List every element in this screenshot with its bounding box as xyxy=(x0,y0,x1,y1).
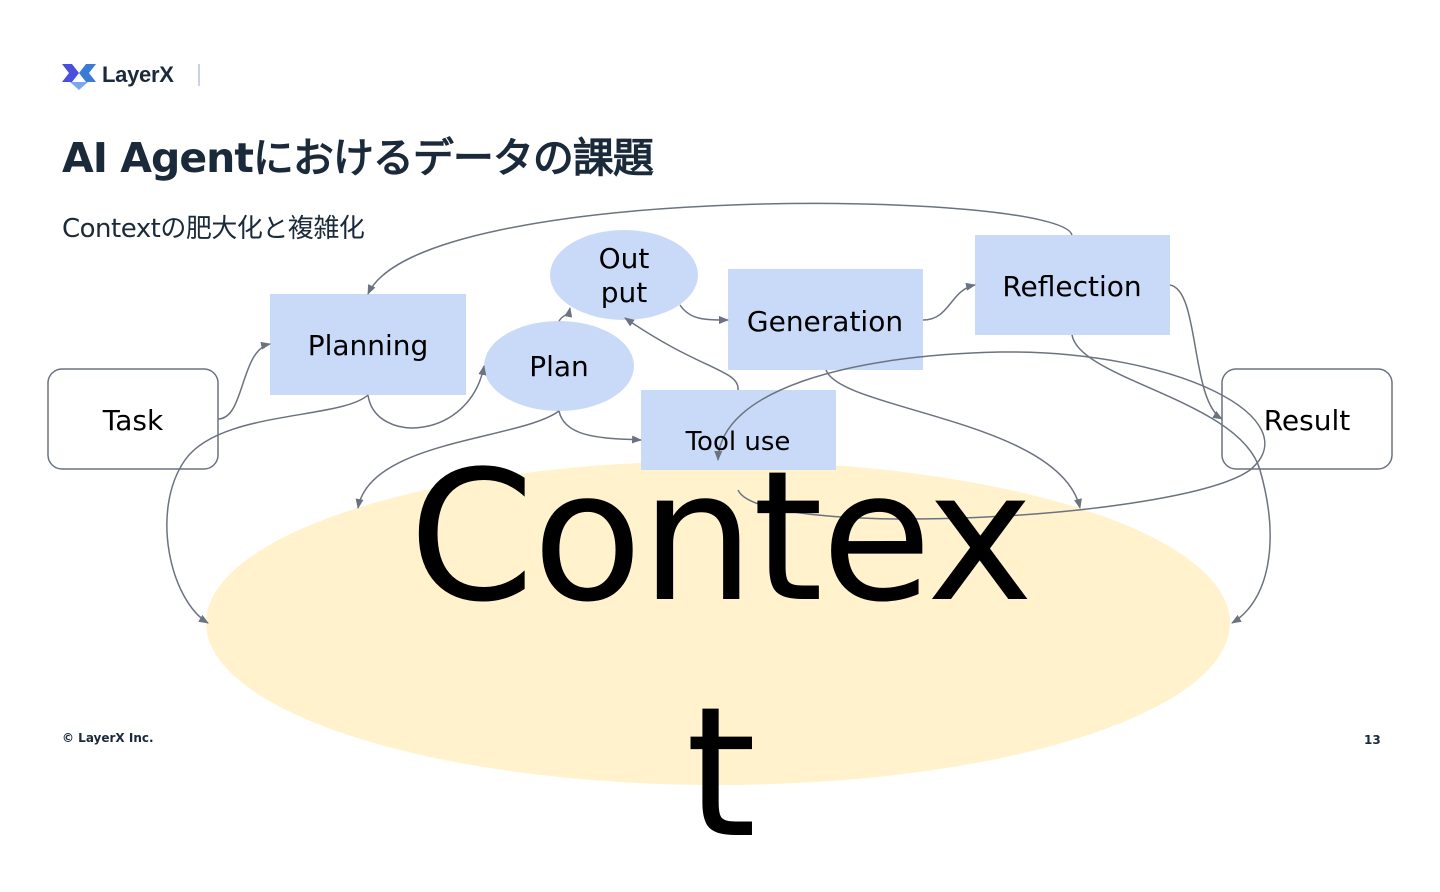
context-ellipse xyxy=(206,461,1230,785)
connector-generation-reflection xyxy=(922,282,976,321)
connectors xyxy=(166,202,1271,624)
page-number: 13 xyxy=(1364,733,1381,747)
connector-generation-context xyxy=(825,369,1082,509)
connector-planning-plan xyxy=(367,365,487,429)
connector-reflection-result xyxy=(1169,284,1223,420)
agent-flow-diagram: Task Planning Plan Out put Generation Re… xyxy=(47,202,1393,785)
tool-use-box xyxy=(641,390,836,470)
layerx-logo: LayerX xyxy=(62,60,174,90)
generation-box xyxy=(728,269,923,370)
tool-use-label: Tool use xyxy=(685,427,791,457)
reflection-label: Reflection xyxy=(1002,270,1141,303)
connector-output-generation xyxy=(679,304,729,324)
output-label-line2: put xyxy=(601,276,648,309)
planning-box xyxy=(270,294,466,395)
layerx-logo-icon xyxy=(62,64,96,90)
connector-reflection-planning xyxy=(367,202,1073,295)
slide-title: AI Agentにおけるデータの課題 xyxy=(62,134,654,182)
copyright: © LayerX Inc. xyxy=(62,731,154,745)
connector-context-result-loop xyxy=(714,351,1266,520)
result-label: Result xyxy=(1264,404,1351,437)
output-label-line1: Out xyxy=(599,242,650,275)
logo-divider xyxy=(198,64,200,86)
slide-subtitle: Contextの肥大化と複雑化 xyxy=(62,214,365,244)
connector-reflection-context xyxy=(1071,334,1271,624)
connector-planning-context xyxy=(166,394,369,624)
brand-name: LayerX xyxy=(102,62,174,87)
connector-task-planning xyxy=(217,341,271,420)
connector-tooluse-output xyxy=(624,317,739,391)
task-label: Task xyxy=(102,404,164,437)
plan-ellipse xyxy=(484,321,634,411)
connector-plan-output xyxy=(558,307,573,322)
connector-plan-context xyxy=(355,410,560,509)
reflection-box xyxy=(975,235,1170,335)
planning-label: Planning xyxy=(308,329,429,362)
generation-label: Generation xyxy=(747,305,903,338)
connector-plan-tooluse xyxy=(558,410,642,444)
plan-label: Plan xyxy=(529,350,589,383)
output-ellipse xyxy=(550,230,698,320)
